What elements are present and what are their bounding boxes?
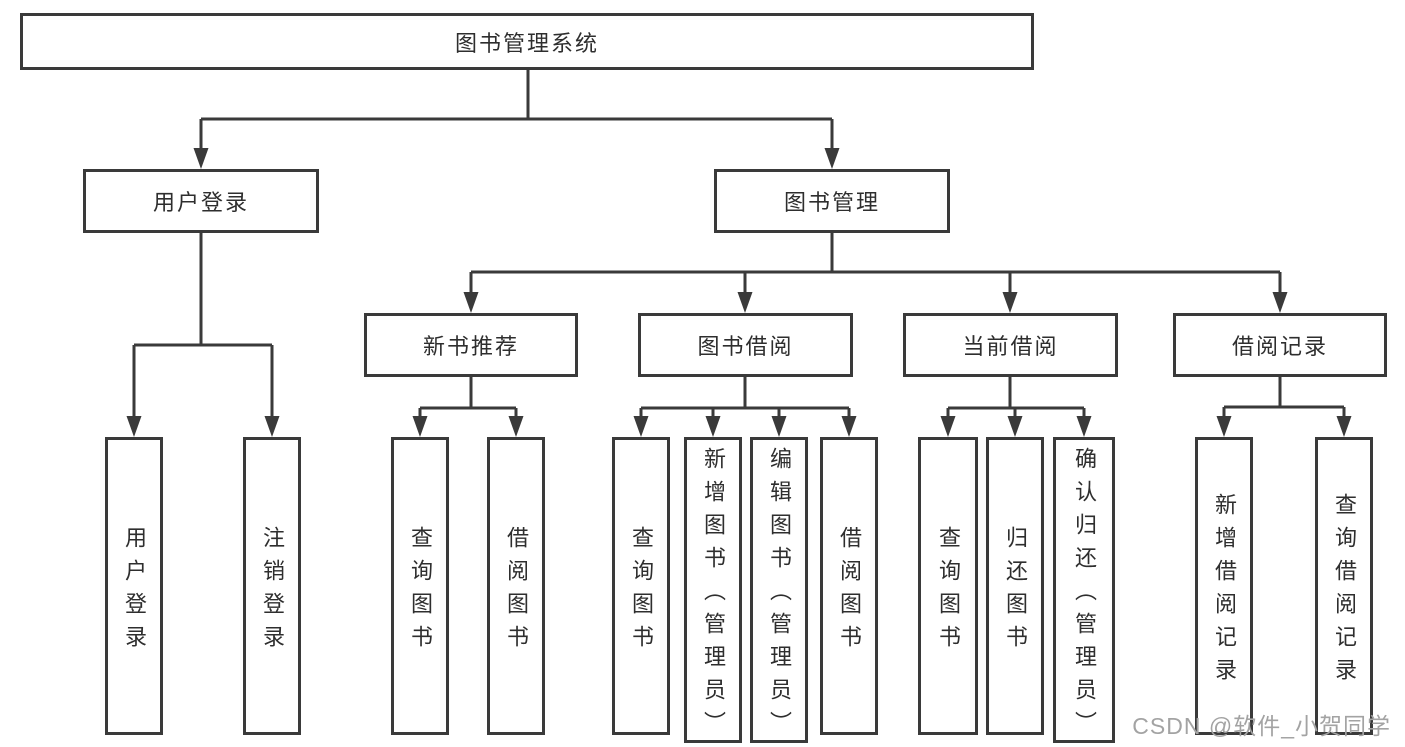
arrowhead-down-icon: [412, 416, 428, 437]
arrowhead-down-icon: [1076, 416, 1092, 437]
leaf-query-books-borrowing: 查询图书: [612, 437, 670, 735]
arrowhead-down-icon: [126, 416, 142, 437]
leaf-return-books: 归还图书: [986, 437, 1044, 735]
node-book-borrowing-label: 图书借阅: [697, 334, 794, 359]
leaf-edit-book-admin: 编辑图书（管理员）: [750, 437, 808, 744]
node-current-borrowing-label: 当前借阅: [962, 334, 1059, 359]
leaf-add-book-admin: 新增图书（管理员）: [684, 437, 742, 744]
leaf-query-books-borrowing-label: 查询图书: [629, 525, 654, 658]
node-new-book-recommendation-label: 新书推荐: [422, 334, 519, 359]
node-new-book-recommendation: 新书推荐: [364, 313, 578, 377]
leaf-confirm-return-admin: 确认归还（管理员）: [1053, 437, 1115, 744]
leaf-query-borrow-record: 查询借阅记录: [1315, 437, 1373, 735]
node-borrowing-records: 借阅记录: [1173, 313, 1387, 377]
arrowhead-down-icon: [1272, 292, 1288, 313]
leaf-borrow-books-borrowing: 借阅图书: [820, 437, 878, 735]
arrowhead-down-icon: [824, 148, 840, 169]
arrowhead-down-icon: [771, 416, 787, 437]
node-borrowing-records-label: 借阅记录: [1231, 334, 1328, 359]
node-root-label: 图书管理系统: [454, 30, 599, 56]
connector-path: [132, 70, 1346, 422]
leaf-add-borrow-record-label: 新增借阅记录: [1212, 492, 1237, 691]
leaf-user-login: 用户登录: [105, 437, 163, 735]
arrowhead-down-icon: [940, 416, 956, 437]
node-book-borrowing: 图书借阅: [638, 313, 853, 377]
leaf-query-borrow-record-label: 查询借阅记录: [1332, 492, 1357, 691]
arrowhead-down-icon: [705, 416, 721, 437]
arrowhead-down-icon: [1007, 416, 1023, 437]
node-user-login: 用户登录: [83, 169, 319, 233]
node-user-login-label: 用户登录: [152, 190, 249, 215]
leaf-add-book-admin-label: 新增图书（管理员）: [701, 447, 726, 744]
arrowhead-down-icon: [1002, 292, 1018, 313]
leaf-query-books-recommend: 查询图书: [391, 437, 449, 735]
leaf-query-books-current: 查询图书: [918, 437, 978, 735]
node-book-management-label: 图书管理: [783, 190, 880, 215]
arrowhead-down-icon: [633, 416, 649, 437]
leaf-return-books-label: 归还图书: [1003, 525, 1028, 658]
leaf-logout: 注销登录: [243, 437, 301, 735]
leaf-user-login-label: 用户登录: [122, 525, 147, 658]
arrowhead-down-icon: [264, 416, 280, 437]
leaf-query-books-current-label: 查询图书: [936, 525, 961, 658]
arrowhead-down-icon: [508, 416, 524, 437]
leaf-logout-label: 注销登录: [260, 525, 285, 658]
leaf-borrow-books-borrowing-label: 借阅图书: [837, 525, 862, 658]
node-root: 图书管理系统: [20, 13, 1034, 70]
arrowhead-down-icon: [193, 148, 209, 169]
arrowhead-down-icon: [1336, 416, 1352, 437]
leaf-add-borrow-record: 新增借阅记录: [1195, 437, 1253, 735]
arrowhead-down-icon: [1216, 416, 1232, 437]
leaf-borrow-books-recommend-label: 借阅图书: [504, 525, 529, 658]
leaf-borrow-books-recommend: 借阅图书: [487, 437, 545, 735]
leaf-query-books-recommend-label: 查询图书: [408, 525, 433, 658]
node-book-management: 图书管理: [714, 169, 950, 233]
leaf-confirm-return-admin-label: 确认归还（管理员）: [1072, 447, 1097, 744]
arrowhead-down-icon: [463, 292, 479, 313]
node-current-borrowing: 当前借阅: [903, 313, 1118, 377]
arrowhead-down-icon: [841, 416, 857, 437]
leaf-edit-book-admin-label: 编辑图书（管理员）: [767, 447, 792, 744]
arrowhead-down-icon: [737, 292, 753, 313]
